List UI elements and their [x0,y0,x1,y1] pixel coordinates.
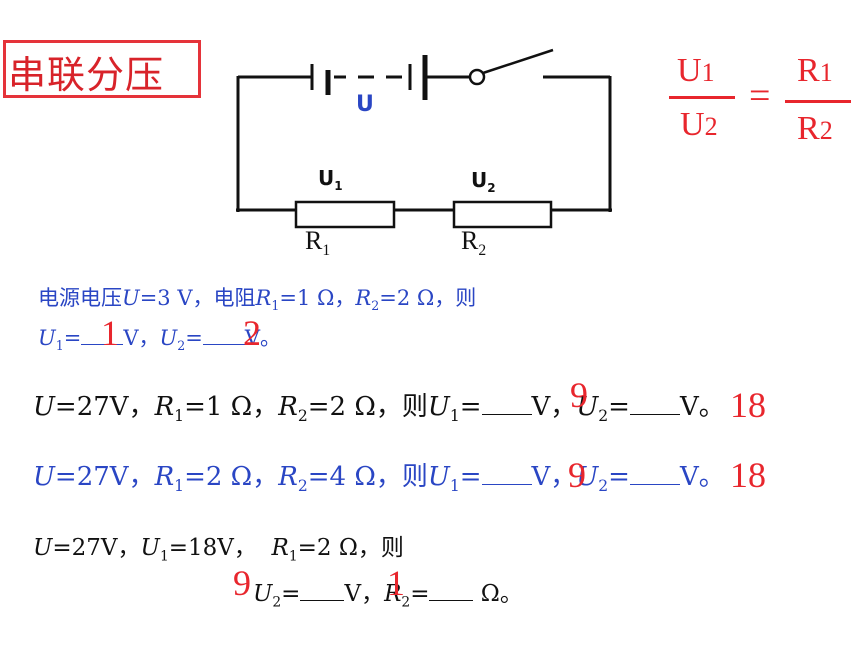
answer-2-u1: 9 [570,375,588,415]
formula-fraction-bar-right [785,100,851,103]
answer-3-u1: 9 [568,455,586,495]
voltage-label-1: U1U1 [318,166,343,193]
problem-4-line-2: U2=V，R2= Ω。 [253,581,523,611]
battery-label: U [356,92,374,117]
answer-2-u2: 18 [730,385,766,425]
problem-1-line-1: 电源电压U=3 V，电阻R1=1 Ω，R2=2 Ω，则 [38,286,477,314]
voltage-label-2: U2 [471,168,496,195]
formula-equals: = [749,75,771,117]
problem-4-line-1: U=27V，U1=18V， R1=2 Ω，则 [33,535,404,565]
answer-3-u2: 18 [730,455,766,495]
resistor-label-1: R1 [305,226,331,260]
answer-4-u2: 9 [233,563,251,603]
switch-pivot [468,68,486,86]
answer-1-u2: 2 [243,313,261,353]
resistor-r2 [452,200,553,229]
page-title: 串联分压 [8,53,165,97]
problem-1-line-2: U1=V，U2=V。 [38,326,281,354]
formula-numerator-left: U1 [677,52,715,89]
title-box [3,40,201,98]
formula-denominator-left: U2 [680,106,718,143]
formula-numerator-right: R1 [797,52,833,89]
answer-4-r2: 1 [387,563,405,603]
problem-3-line: U=27V，R1=2 Ω，R2=4 Ω，则U1=V，U2=V。 [33,462,725,496]
problem-2-line: U=27V，R1=1 Ω，R2=2 Ω，则U1=V，U2=V。 [33,392,725,426]
switch-arm [482,48,554,75]
formula-denominator-right: R2 [797,110,833,147]
answer-1-u1: 1 [101,313,119,353]
resistor-r1 [294,200,396,229]
formula-fraction-bar-left [669,96,735,99]
resistor-label-2: R2 [461,226,487,260]
